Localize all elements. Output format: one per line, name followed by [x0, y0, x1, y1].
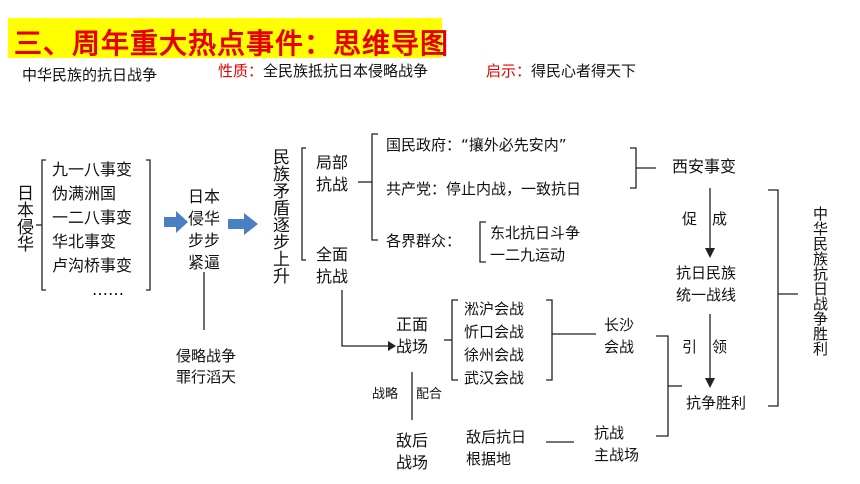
nature-line: 性质：全民族抵抗日本侵略战争 — [218, 60, 428, 81]
battle-item: 淞沪会战 — [464, 300, 525, 318]
guide-label: 引 领 — [682, 338, 728, 356]
changsha-battle: 长沙 会战 — [604, 316, 635, 356]
coordination-label: 配合 — [416, 387, 443, 402]
title-banner — [8, 18, 442, 58]
promote-label: 促 成 — [682, 210, 728, 228]
victory-label: 抗争胜利 — [686, 394, 747, 412]
insight-line: 启示：得民心者得天下 — [486, 60, 636, 81]
battles-list: 淞沪会战 忻口会战 徐州会战 武汉会战 — [464, 298, 524, 390]
final-victory-label: 中华民族抗日战争胜利 — [811, 206, 829, 356]
front-battlefield-label: 正面 战场 — [396, 315, 429, 356]
base-areas-label: 敌后抗日 根据地 — [466, 428, 527, 468]
crimes-label: 侵略战争 罪行滔天 — [176, 347, 237, 386]
victory-bracket — [656, 335, 669, 437]
blue-arrow-1 — [164, 211, 188, 233]
masses-bracket — [479, 221, 486, 263]
incidents-right-bracket — [146, 159, 151, 291]
battle-item: 徐州会战 — [464, 346, 525, 364]
incident-item: 一二八事变 — [52, 208, 133, 227]
front-line — [341, 290, 388, 347]
battle-item: 忻口会战 — [464, 323, 525, 341]
nationalist-stance: 国民政府：“攘外必先安内” — [386, 136, 567, 154]
strategy-label: 战略 — [372, 387, 399, 402]
incident-item: 伪满洲国 — [52, 184, 117, 203]
parties-bracket — [371, 133, 378, 241]
rear-battlefield-label: 敌后 战场 — [396, 431, 429, 472]
topic-text: 中华民族的抗日战争 — [22, 66, 158, 84]
communist-stance: 共产党：停止内战，一致抗日 — [386, 180, 582, 198]
nature-value: 全民族抵抗日本侵略战争 — [263, 62, 429, 80]
incident-item: 卢沟桥事变 — [52, 256, 133, 275]
battles-right-bracket — [546, 299, 553, 381]
incident-item: …… — [92, 280, 124, 299]
incidents-bracket — [41, 159, 46, 291]
insight-value: 得民心者得天下 — [531, 62, 637, 80]
united-front-label: 抗日民族 统一战线 — [676, 264, 737, 304]
xian-bracket — [630, 147, 637, 189]
incident-item: 华北事变 — [52, 232, 117, 251]
page-title: 三、周年重大热点事件：思维导图 — [14, 27, 450, 60]
incidents-list: 九一八事变 伪满洲国 一二八事变 华北事变 卢沟桥事变 …… — [52, 158, 132, 302]
japan-invasion-label: 日本侵华 — [13, 184, 33, 252]
insight-label: 启示： — [486, 62, 532, 80]
blue-arrow-2 — [228, 213, 258, 235]
conflict-rise-label: 民族矛盾逐步上升 — [269, 148, 289, 284]
masses-events: 东北抗日斗争 一二九运动 — [490, 224, 581, 264]
full-war-label: 全面 抗战 — [316, 245, 349, 286]
war-bracket — [301, 147, 306, 261]
battles-bracket — [451, 299, 458, 381]
main-battlefield-label: 抗战 主战场 — [594, 424, 640, 464]
incident-item: 九一八事变 — [52, 160, 133, 179]
battle-item: 武汉会战 — [464, 369, 525, 387]
nature-label: 性质： — [218, 62, 264, 80]
all-circles-label: 各界群众： — [386, 232, 462, 250]
local-war-label: 局部 抗战 — [316, 153, 349, 194]
final-bracket — [768, 189, 779, 407]
japan-step-label: 日本 侵华 步步 紧逼 — [188, 187, 221, 272]
xian-incident: 西安事变 — [672, 157, 737, 176]
